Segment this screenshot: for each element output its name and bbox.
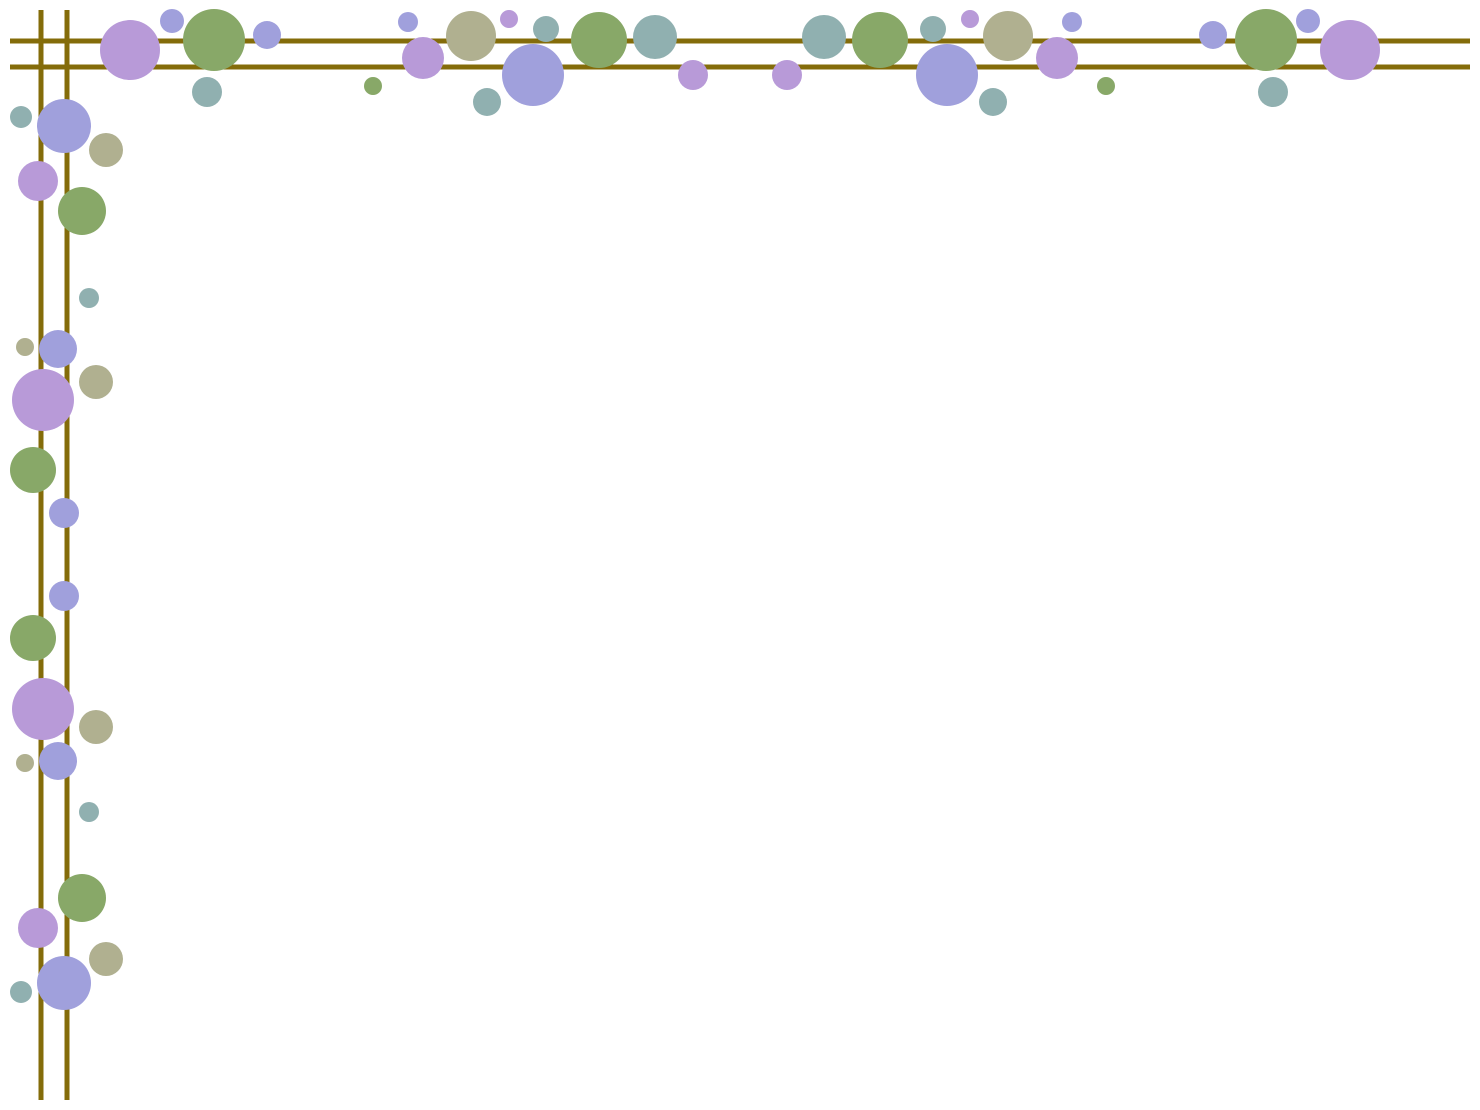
dot-blue-34 <box>37 99 91 153</box>
dot-green-43 <box>10 447 56 493</box>
dot-purple-31 <box>1320 20 1380 80</box>
dot-khaki-9 <box>446 11 496 61</box>
dot-blue-26 <box>1062 12 1082 32</box>
dot-blue-30 <box>1296 9 1320 33</box>
dot-purple-16 <box>678 60 708 90</box>
dot-blue-7 <box>398 12 418 32</box>
dot-teal-23 <box>979 88 1007 116</box>
dot-green-37 <box>58 187 106 235</box>
dot-teal-5 <box>192 77 222 107</box>
dot-blue-22 <box>916 44 978 106</box>
dot-purple-1 <box>100 20 160 80</box>
dot-green-52 <box>58 874 106 922</box>
dot-teal-11 <box>533 16 559 42</box>
border-dots <box>10 9 1380 1010</box>
dot-blue-55 <box>37 956 91 1010</box>
dot-khaki-50 <box>16 754 34 772</box>
dot-teal-56 <box>10 981 32 1003</box>
dot-blue-49 <box>39 742 77 780</box>
dot-purple-25 <box>1036 37 1078 79</box>
dot-blue-2 <box>160 9 184 33</box>
dot-blue-12 <box>502 44 564 106</box>
dot-green-14 <box>571 12 627 68</box>
dot-teal-20 <box>920 16 946 42</box>
dot-teal-33 <box>10 106 32 128</box>
dot-purple-53 <box>18 908 58 948</box>
dot-green-29 <box>1235 9 1297 71</box>
dot-blue-40 <box>39 330 77 368</box>
dot-khaki-24 <box>983 11 1033 61</box>
dot-teal-15 <box>633 15 677 59</box>
dot-khaki-41 <box>79 365 113 399</box>
dot-blue-4 <box>253 21 281 49</box>
dot-blue-45 <box>49 581 79 611</box>
dot-khaki-54 <box>89 942 123 976</box>
dot-green-19 <box>852 12 908 68</box>
dot-purple-42 <box>12 369 74 431</box>
dot-green-46 <box>10 615 56 661</box>
dot-purple-8 <box>402 37 444 79</box>
dot-khaki-35 <box>89 133 123 167</box>
dot-khaki-39 <box>16 338 34 356</box>
dot-blue-28 <box>1199 21 1227 49</box>
dot-teal-51 <box>79 802 99 822</box>
dot-green-27 <box>1097 77 1115 95</box>
dot-teal-32 <box>1258 77 1288 107</box>
dot-purple-21 <box>961 10 979 28</box>
dot-purple-17 <box>772 60 802 90</box>
dot-purple-36 <box>18 161 58 201</box>
dot-teal-18 <box>802 15 846 59</box>
dot-green-3 <box>183 9 245 71</box>
dot-blue-44 <box>49 498 79 528</box>
dot-teal-38 <box>79 288 99 308</box>
dot-green-6 <box>364 77 382 95</box>
dot-purple-10 <box>500 10 518 28</box>
dot-purple-47 <box>12 678 74 740</box>
dot-teal-13 <box>473 88 501 116</box>
dot-khaki-48 <box>79 710 113 744</box>
